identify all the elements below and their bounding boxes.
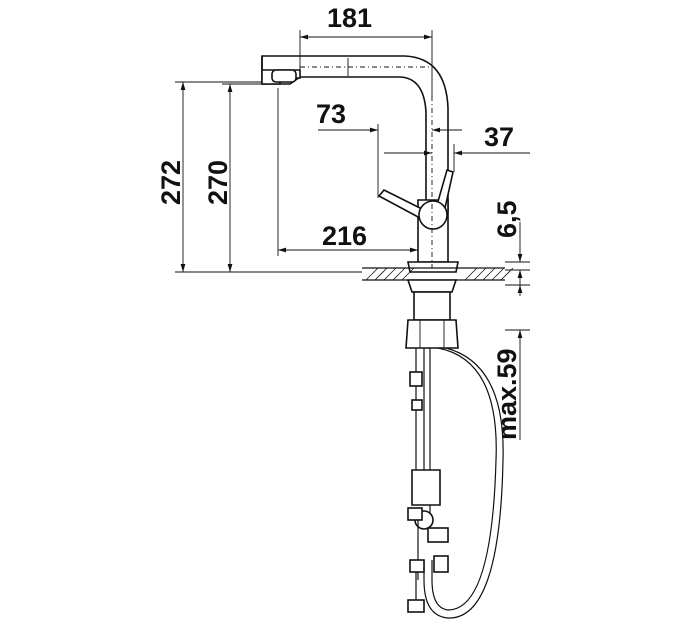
dimension-181: 181 xyxy=(299,3,433,98)
dimension-272: 272 xyxy=(156,81,362,273)
dimension-max-59: max.59 xyxy=(492,284,530,440)
mounting-assembly xyxy=(405,279,504,619)
dim-label-73: 73 xyxy=(316,99,346,129)
dim-label-37: 37 xyxy=(484,122,514,152)
dimension-37: 37 xyxy=(384,122,530,172)
dimension-6-5: 6,5 xyxy=(492,200,530,296)
dim-label-6-5: 6,5 xyxy=(492,200,522,238)
dimension-216: 216 xyxy=(277,88,418,256)
dim-label-max-59: max.59 xyxy=(492,348,522,440)
dim-label-216: 216 xyxy=(322,221,367,251)
dim-label-181: 181 xyxy=(327,3,372,33)
dimension-270: 270 xyxy=(203,83,262,272)
dim-label-272: 272 xyxy=(156,160,186,205)
faucet-outline xyxy=(261,55,459,273)
dim-label-270: 270 xyxy=(203,160,233,205)
dimension-73: 73 xyxy=(316,99,462,198)
